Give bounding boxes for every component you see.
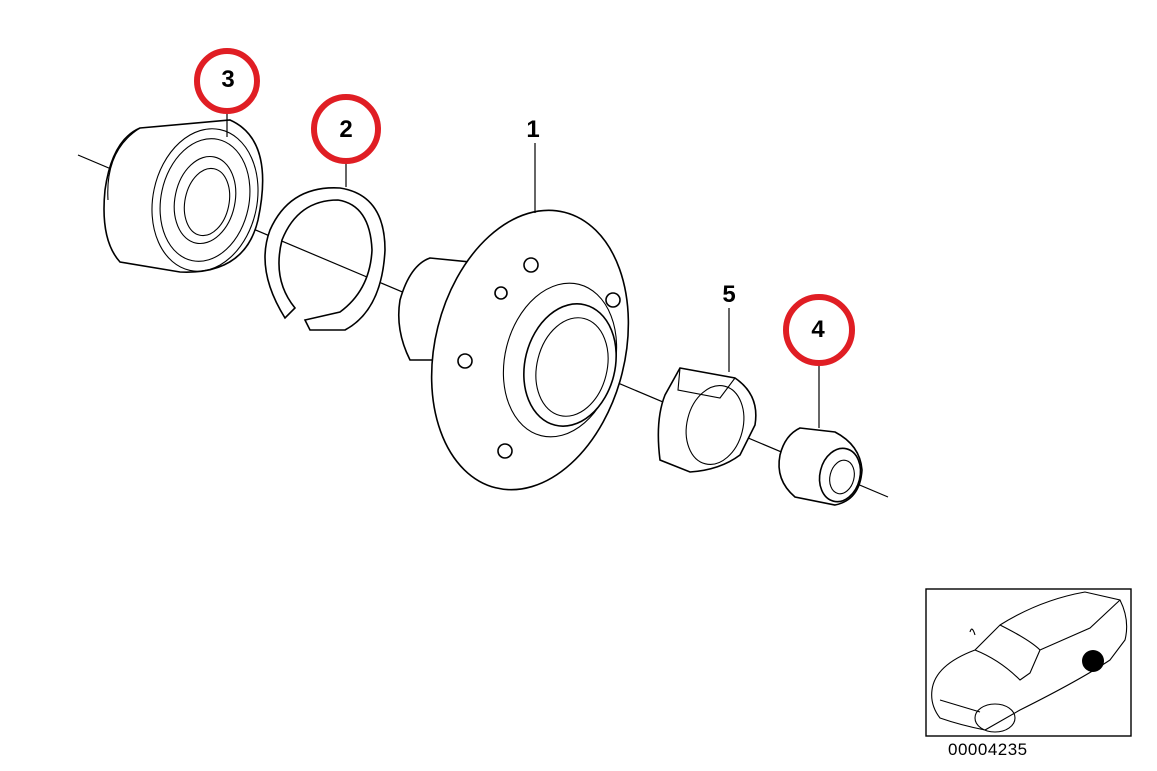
vehicle-location-inset [925,588,1132,737]
highlight-ring-3 [194,48,260,114]
part-label-1[interactable]: 1 [526,116,539,143]
collar-nut-drawing [778,427,863,506]
wheel-bearing-drawing [103,119,264,273]
car-outline-icon [931,591,1128,733]
part-label-4[interactable]: 4 [811,316,825,343]
part-label-2[interactable]: 2 [339,116,352,143]
inset-code: 00004235 [948,740,1028,759]
wheel-hub-drawing [397,209,630,491]
part-label-5[interactable]: 5 [722,281,735,308]
highlight-ring-4 [783,294,855,366]
part-label-3[interactable]: 3 [221,66,234,93]
circlip-drawing [264,187,386,331]
location-marker [1082,650,1104,672]
lock-plate-drawing [657,367,757,473]
highlight-ring-2 [311,94,381,164]
